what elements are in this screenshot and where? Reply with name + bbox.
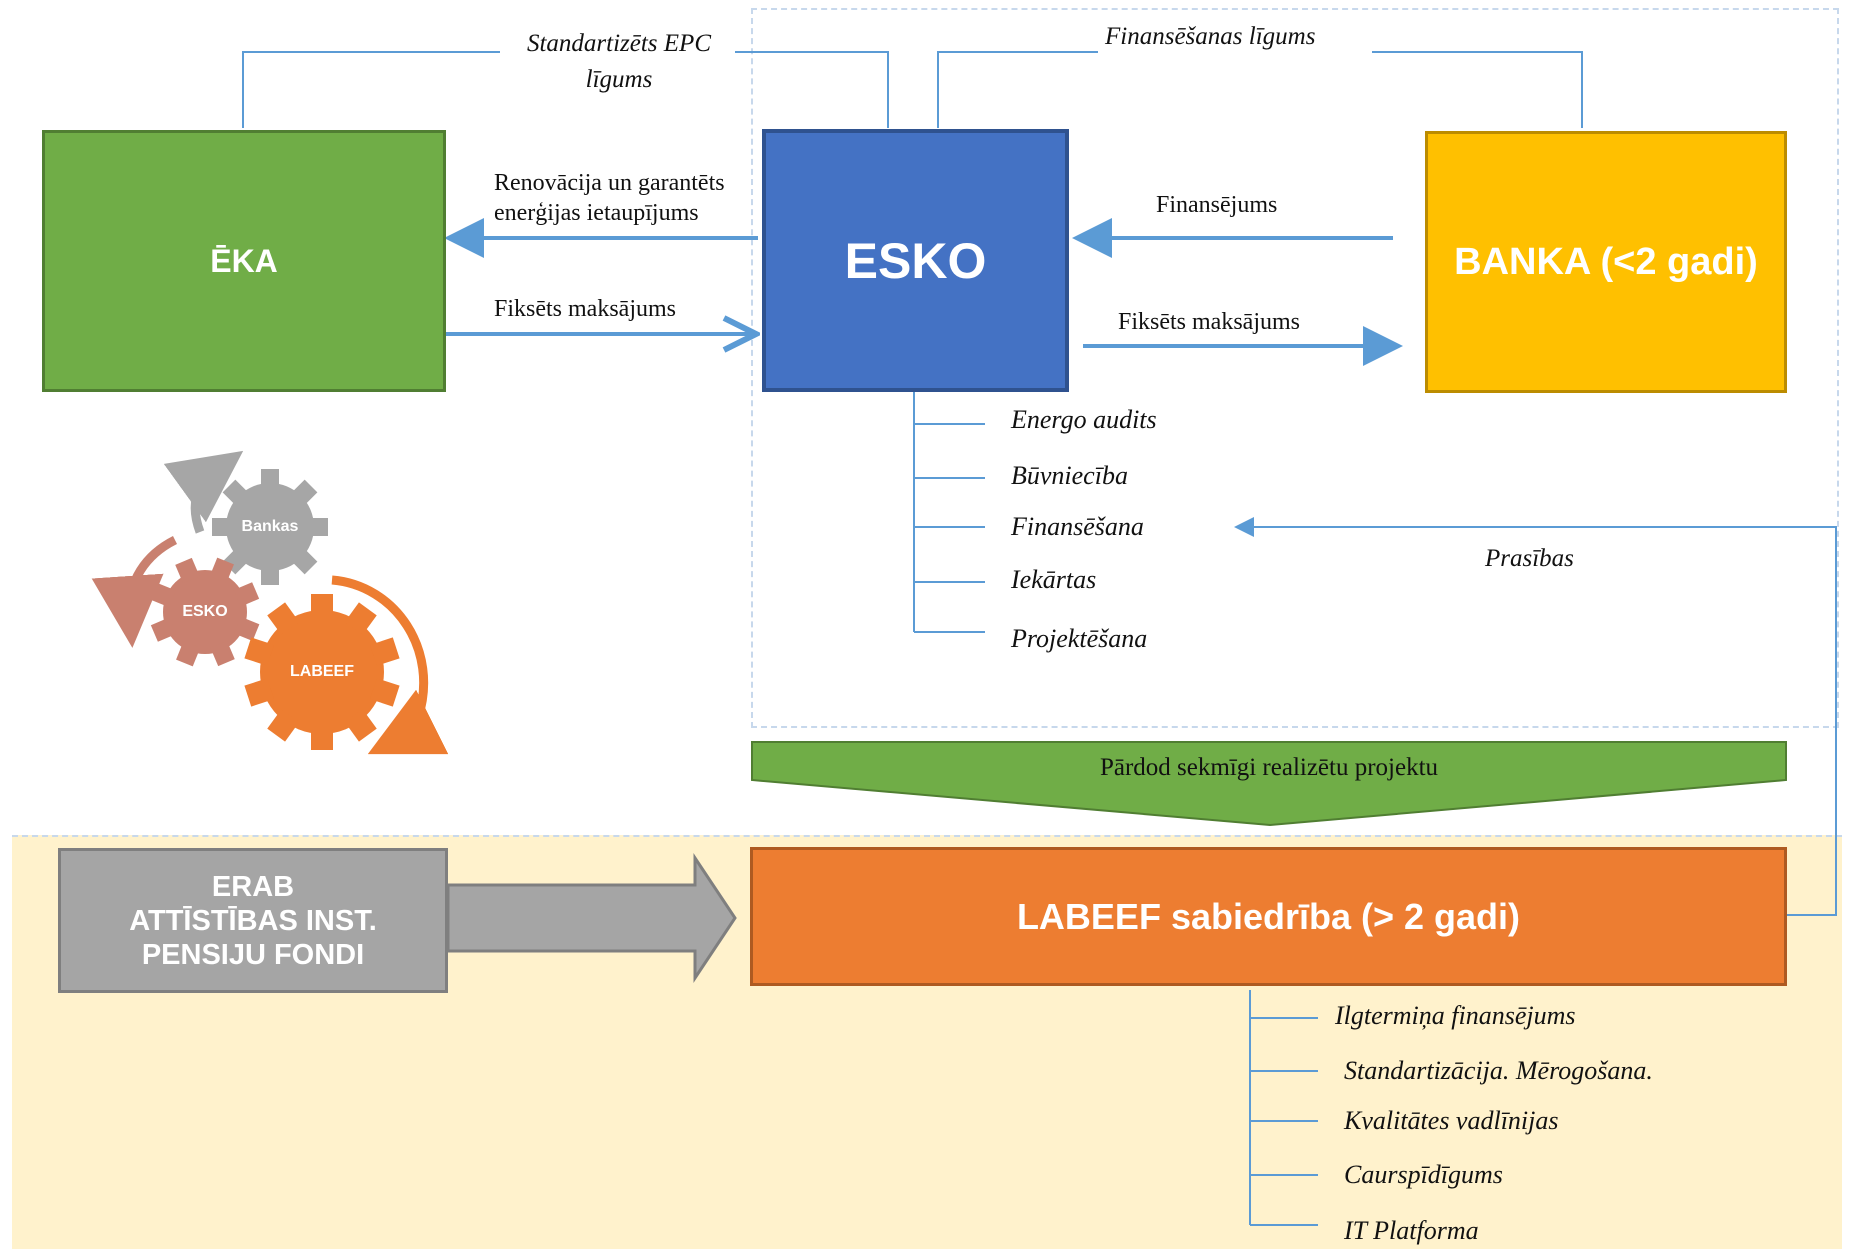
esko-service-financing: Finansēšana bbox=[1011, 512, 1144, 541]
gear-labeef-label: LABEEF bbox=[290, 663, 354, 680]
epc-contract-connector bbox=[242, 51, 500, 128]
esko-box: ESKO bbox=[762, 129, 1069, 392]
erab-line-2: ATTĪSTĪBAS INST. bbox=[129, 904, 377, 937]
labeef-service-transparency: Caurspīdīgums bbox=[1344, 1160, 1503, 1189]
gear-banks-label: Bankas bbox=[241, 518, 299, 535]
esko-label: ESKO bbox=[844, 232, 987, 289]
esko-service-construction: Būvniecība bbox=[1011, 461, 1128, 490]
gear-esko-rotation-arrow bbox=[91, 535, 178, 648]
esko-service-equipment: Iekārtas bbox=[1011, 565, 1097, 594]
bank-period-region bbox=[751, 8, 1839, 728]
erab-line-1: ERAB bbox=[211, 870, 295, 903]
erab-box: ERAB ATTĪSTĪBAS INST. PENSIJU FONDI bbox=[58, 848, 448, 993]
sell-project-chevron bbox=[751, 741, 1787, 827]
labeef-service-quality-guidelines: Kvalitātes vadlīnijas bbox=[1344, 1106, 1559, 1135]
labeef-box: LABEEF sabiedrība (> 2 gadi) bbox=[750, 847, 1787, 986]
requirements-connector bbox=[1234, 517, 1837, 916]
gear-banks bbox=[212, 469, 328, 585]
financing-label: Finansējums bbox=[1156, 192, 1278, 218]
fixed-payment-left-label: Fiksēts maksājums bbox=[494, 296, 677, 322]
sell-project-label: Pārdod sekmīgi realizētu projektu bbox=[1099, 754, 1439, 781]
esko-service-design: Projektēšana bbox=[1011, 624, 1148, 653]
fixed-payment-right-label: Fiksēts maksājums bbox=[1118, 309, 1301, 335]
financing-contract-label: Finansēšanas līgums bbox=[1105, 22, 1316, 52]
gear-labeef-rotation-arrow bbox=[331, 575, 449, 755]
gear-banks-rotation-arrow bbox=[163, 450, 244, 534]
gear-esko-label: ESKO bbox=[182, 603, 228, 620]
requirements-label: Prasības bbox=[1485, 545, 1574, 572]
eka-box: ĒKA bbox=[42, 130, 446, 392]
esko-service-energy-audit: Energo audits bbox=[1011, 405, 1157, 434]
renovation-label: Renovācija un garantēts enerģijas ietaup… bbox=[494, 170, 725, 226]
labeef-services-tree bbox=[1249, 990, 1318, 1226]
gear-labeef bbox=[244, 594, 400, 750]
eka-label: ĒKA bbox=[210, 242, 278, 279]
labeef-label: LABEEF sabiedrība (> 2 gadi) bbox=[1016, 895, 1521, 937]
erab-line-3: PENSIJU FONDI bbox=[141, 938, 365, 971]
banka-label: BANKA (<2 gadi) bbox=[1454, 240, 1758, 283]
gear-esko bbox=[150, 557, 260, 667]
labeef-service-it-platform: IT Platforma bbox=[1344, 1216, 1479, 1245]
epc-contract-label: Standartizēts EPC līgums bbox=[505, 26, 733, 98]
esko-services-tree bbox=[913, 392, 985, 633]
erab-to-labeef-arrow bbox=[446, 853, 737, 983]
financing-contract-connector bbox=[937, 51, 1098, 128]
labeef-service-long-term-financing: Ilgtermiņa finansējums bbox=[1335, 1001, 1576, 1030]
labeef-service-standardization: Standartizācija. Mērogošana. bbox=[1344, 1056, 1653, 1085]
banka-box: BANKA (<2 gadi) bbox=[1425, 131, 1787, 393]
